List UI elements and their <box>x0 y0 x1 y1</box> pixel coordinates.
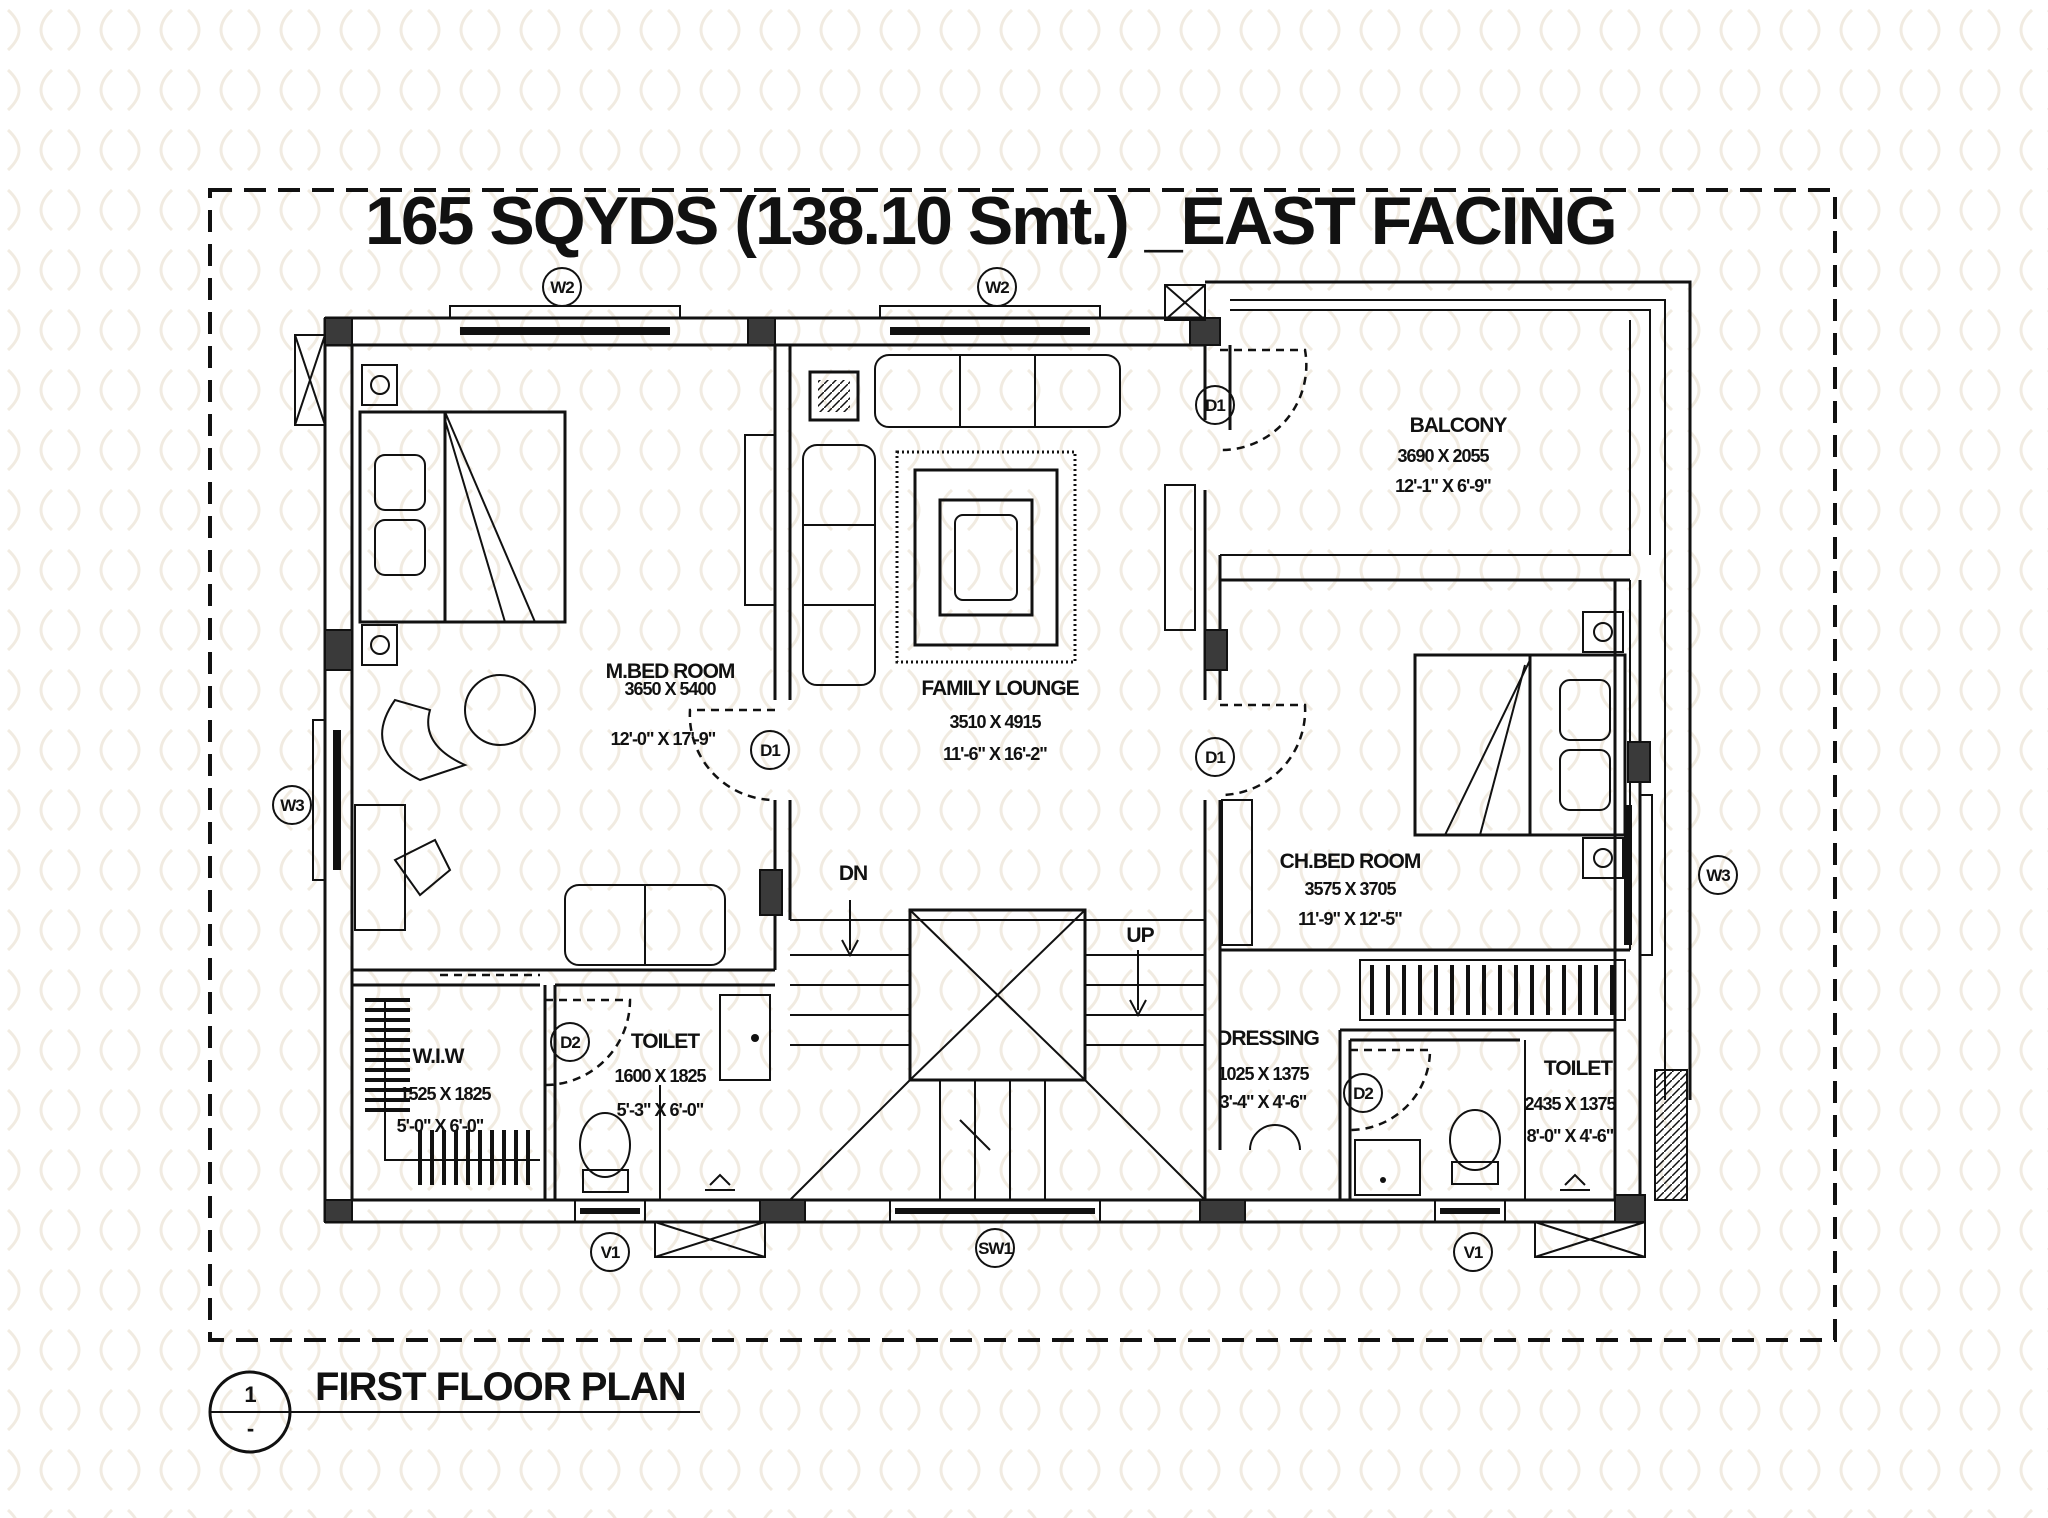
tag-d2-toilet-1: D2 <box>560 1033 580 1052</box>
interior-walls <box>352 345 1631 1200</box>
toilet-2-label: TOILET <box>1544 1057 1613 1080</box>
tag-d1-balcony: D1 <box>1205 396 1225 415</box>
family-lounge-size-ft: 11'-6" X 16'-2" <box>943 744 1047 764</box>
toilet-1-label: TOILET <box>631 1030 700 1053</box>
tag-sw1: SW1 <box>978 1239 1012 1258</box>
family-lounge-size-mm: 3510 X 4915 <box>949 712 1041 732</box>
wiw-size-ft: 5'-0" X 6'-0" <box>397 1116 484 1136</box>
tag-w2-left: W2 <box>550 278 574 297</box>
master-bed-label: M.BED ROOM <box>606 660 735 683</box>
stair-up-label: UP <box>1126 924 1154 947</box>
caption-sub: - <box>247 1416 254 1441</box>
wiw-rail <box>384 1000 540 1161</box>
opening-tags: W2 W2 W3 W3 D1 D1 D1 D2 D2 V1 SW1 V1 <box>272 267 1738 1272</box>
toilet-1-size-mm: 1600 X 1825 <box>614 1066 706 1086</box>
wiw-label: W.I.W <box>413 1045 465 1068</box>
tag-v1-right: V1 <box>1464 1243 1483 1262</box>
lounge-furniture <box>802 354 1253 946</box>
stair-down-label: DN <box>839 862 867 885</box>
toilet-2-size-ft: 8'-0" X 4'-6" <box>1527 1126 1614 1146</box>
master-bed-size-ft: 12'-0" X 17'-9" <box>611 729 716 749</box>
family-lounge-label: FAMILY LOUNGE <box>921 677 1079 700</box>
master-bed <box>354 364 776 966</box>
tag-w3-right: W3 <box>1706 866 1730 885</box>
toilet-fixtures <box>579 994 1590 1196</box>
child-bed-size-mm: 3575 X 3705 <box>1304 879 1396 899</box>
dressing-size-ft: 3'-4" X 4'-6" <box>1220 1092 1307 1112</box>
master-bed-size-mm: 3650 X 5400 <box>624 679 716 699</box>
child-bed <box>1359 611 1627 1021</box>
child-bed-size-ft: 11'-9" X 12'-5" <box>1298 909 1402 929</box>
tag-w3-left: W3 <box>280 796 304 815</box>
windows <box>312 305 1653 1223</box>
tag-d1-master: D1 <box>760 741 780 760</box>
caption-label: FIRST FLOOR PLAN <box>315 1365 686 1409</box>
dressing-size-mm: 1025 X 1375 <box>1217 1064 1309 1084</box>
wiw-shelving <box>365 998 530 1185</box>
shafts <box>294 284 1688 1258</box>
structural-columns <box>324 317 1651 1223</box>
child-bed-label: CH.BED ROOM <box>1280 850 1421 873</box>
caption-number: 1 <box>244 1382 256 1407</box>
plot-boundary <box>208 188 1837 1342</box>
dressing-label: DRESSING <box>1217 1027 1319 1050</box>
toilet-1-size-ft: 5'-3" X 6'-0" <box>617 1100 704 1120</box>
door-swings <box>544 348 1432 1132</box>
tag-d1-child: D1 <box>1205 748 1225 767</box>
room-labels: BALCONY 3690 X 2055 12'-1" X 6'-9" M.BED… <box>397 414 1618 1146</box>
tag-d2-toilet-2: D2 <box>1353 1084 1373 1103</box>
balcony-label: BALCONY <box>1410 414 1508 437</box>
wiw-size-mm: 1525 X 1825 <box>399 1084 491 1104</box>
staircase <box>789 900 1206 1201</box>
tag-v1-left: V1 <box>601 1243 620 1262</box>
balcony-size-ft: 12'-1" X 6'-9" <box>1395 476 1491 496</box>
balcony-size-mm: 3690 X 2055 <box>1397 446 1489 466</box>
plan-caption: 1 - FIRST FLOOR PLAN <box>208 1365 700 1454</box>
tag-w2-right: W2 <box>985 278 1009 297</box>
plan-title: 165 SQYDS (138.10 Smt.) _EAST FACING <box>365 183 1616 259</box>
toilet-2-size-mm: 2435 X 1375 <box>1524 1094 1616 1114</box>
